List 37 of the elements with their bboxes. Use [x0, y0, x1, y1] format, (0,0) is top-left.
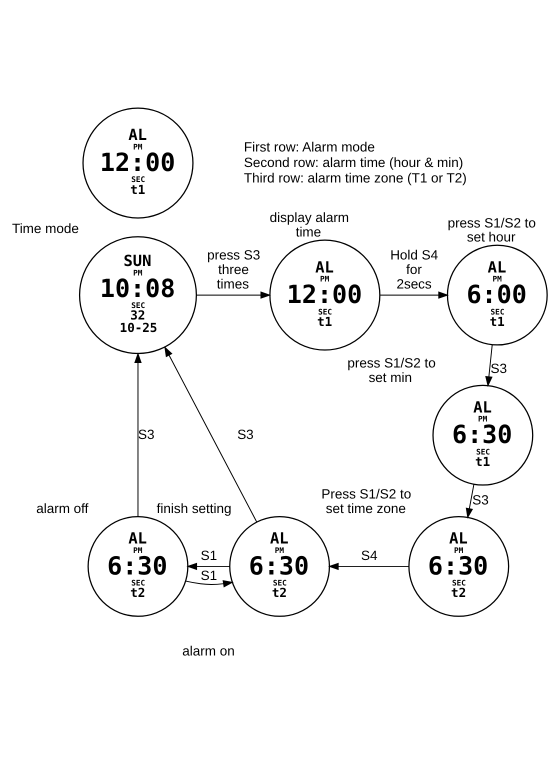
node-label: Press S1/S2 to set time zone — [321, 486, 412, 516]
label: First row: Alarm mode — [244, 140, 375, 155]
node-circle: AL PM 6:30 SEC t2 — [408, 516, 510, 617]
label: Second row: alarm time (hour & min) — [244, 155, 464, 170]
edge-label: S3 — [237, 426, 254, 442]
edge-label: S4 — [360, 548, 378, 563]
arrow — [485, 344, 493, 387]
arrow — [328, 562, 410, 570]
node-circle: AL PM 6:30 SEC t1 — [432, 384, 534, 486]
edge-label: S3 — [472, 492, 489, 508]
node-label: press S1/S2 to set hour — [448, 215, 536, 245]
label: alarm on — [182, 643, 235, 658]
node-circle: AL PM 6:00 SEC t1 — [446, 244, 548, 346]
arrow — [186, 562, 230, 570]
arrow — [185, 580, 234, 588]
arrow — [380, 291, 449, 299]
node-label: alarm off — [36, 501, 88, 516]
node-circle: AL PM 6:30 SEC t2 — [229, 516, 330, 617]
edge-label: Hold S4 for 2secs — [390, 248, 438, 292]
arrow — [466, 484, 474, 519]
node-label: finish setting — [156, 501, 232, 516]
arrow — [134, 352, 142, 517]
node-circle: AL PM 6:30 SEC t2 — [88, 516, 188, 617]
node-circle: AL PM 12:00 SEC t1 — [82, 107, 194, 219]
arrow — [164, 346, 258, 522]
edge-label: press S3 three times — [207, 248, 260, 292]
edge-label: S3 — [138, 426, 154, 442]
node-label: press S1/S2 to set min — [347, 355, 436, 385]
edge-label: S1 — [200, 568, 218, 584]
edge-label: S3 — [490, 361, 508, 376]
node-circle: SUN PM 10:08 SEC 32 10-25 — [78, 236, 197, 354]
node-label: display alarm time — [270, 210, 350, 240]
node-label: Time mode — [12, 220, 79, 236]
label: Third row: alarm time zone (T1 or T2) — [244, 170, 467, 186]
node-circle: AL PM 12:00 SEC t1 — [269, 240, 380, 351]
edge-label: S1 — [200, 548, 218, 563]
arrow — [196, 291, 272, 299]
